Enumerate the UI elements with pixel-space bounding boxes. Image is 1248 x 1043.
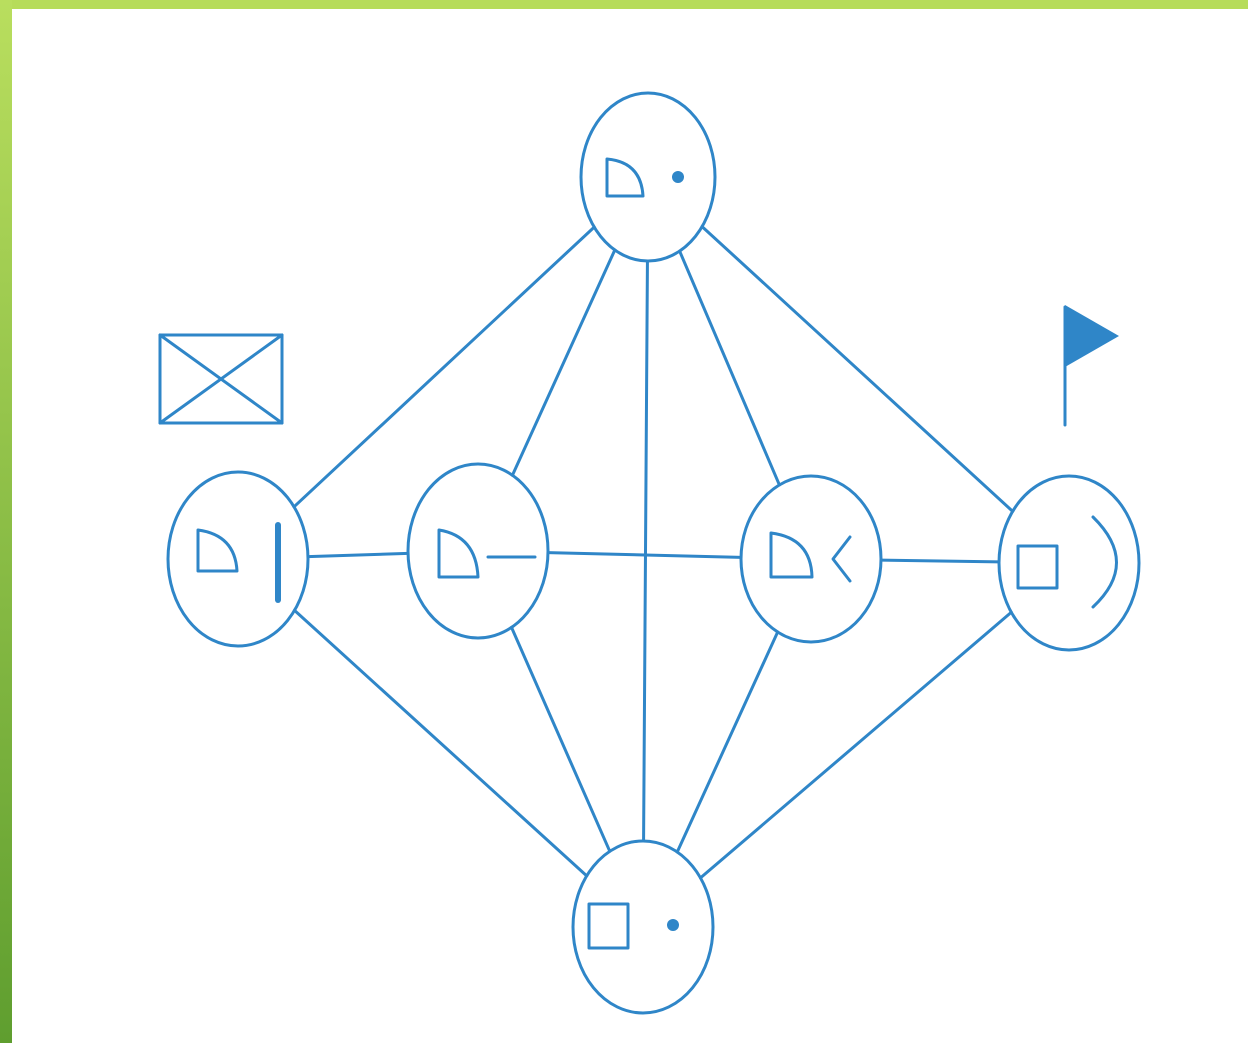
node-top-circle xyxy=(579,91,717,263)
crossed-box-icon xyxy=(158,333,284,425)
flag-icon xyxy=(1063,305,1119,427)
edge-top-right xyxy=(700,225,1015,513)
angle-bracket-icon xyxy=(831,535,852,583)
quarter-shape-icon xyxy=(769,531,814,579)
edge-left-center-left xyxy=(306,551,410,559)
square-icon xyxy=(587,902,630,950)
edge-top-left xyxy=(292,225,596,509)
node-left xyxy=(166,470,310,648)
node-center-right xyxy=(739,474,883,644)
quarter-shape-icon xyxy=(437,528,480,579)
edge-top-center-left xyxy=(510,248,617,477)
dot-icon xyxy=(672,171,684,183)
quarter-shape-icon xyxy=(605,157,645,198)
node-right-circle xyxy=(997,474,1141,652)
left-accent-bar xyxy=(0,0,12,1043)
graph-edges xyxy=(292,225,1015,880)
arc-icon xyxy=(1091,515,1118,609)
edge-center-left-bottom xyxy=(510,625,612,853)
edge-center-right-bottom xyxy=(675,630,780,854)
node-center-left xyxy=(406,462,550,640)
edge-center-left-center-right xyxy=(546,551,743,559)
node-left-circle xyxy=(166,470,310,648)
edge-top-center-right xyxy=(678,249,781,487)
quarter-shape-icon xyxy=(196,528,239,573)
edge-left-bottom xyxy=(293,608,589,878)
edge-right-bottom xyxy=(698,610,1013,880)
node-center-left-circle xyxy=(406,462,550,640)
edge-center-right-right xyxy=(879,558,1001,564)
graph-nodes xyxy=(166,91,1141,1015)
edge-top-bottom xyxy=(642,259,649,843)
node-top xyxy=(579,91,717,263)
node-bottom xyxy=(571,839,715,1015)
node-center-right-circle xyxy=(739,474,883,644)
dot-icon xyxy=(667,919,679,931)
node-bottom-circle xyxy=(571,839,715,1015)
square-icon xyxy=(1016,544,1059,590)
node-right xyxy=(997,474,1141,652)
top-accent-bar xyxy=(0,0,1248,9)
